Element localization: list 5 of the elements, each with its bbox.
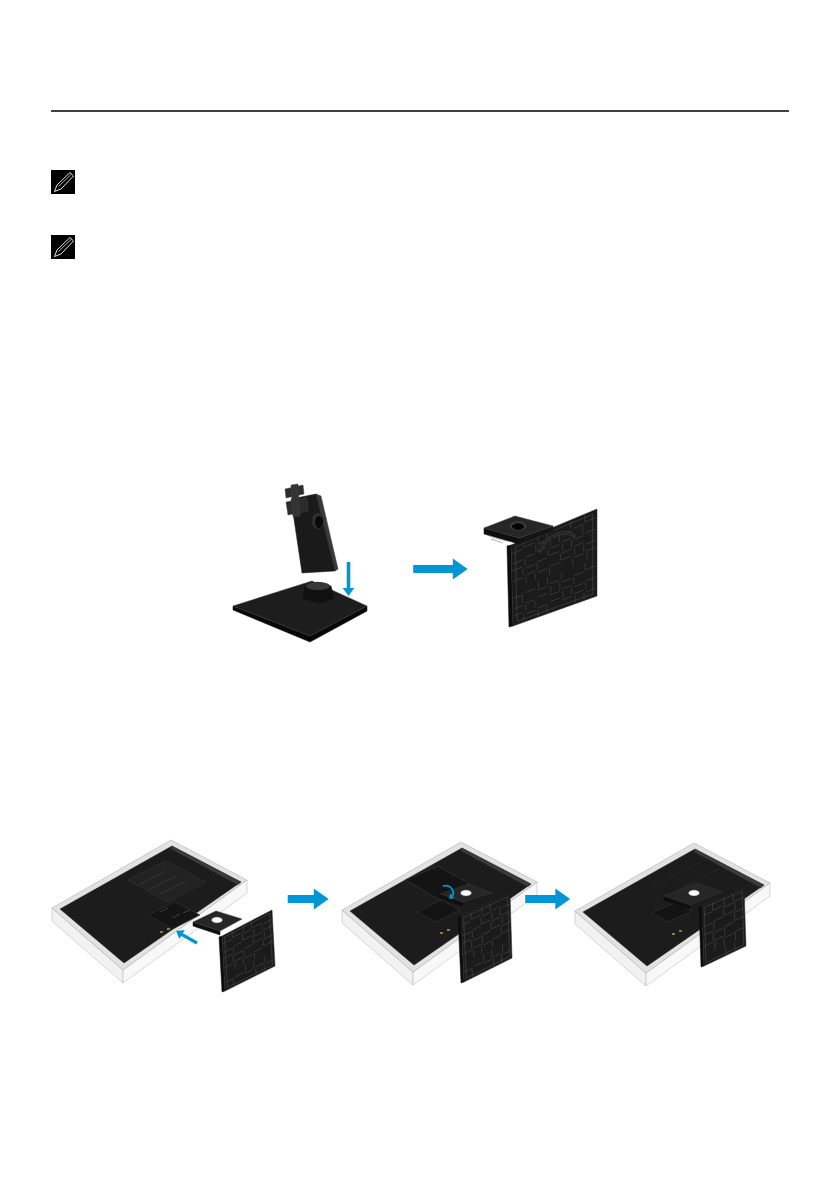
stand-illustration <box>232 483 368 643</box>
monitor-illustration <box>574 842 771 987</box>
monitor-illustration <box>341 841 538 986</box>
monitor-illustration <box>51 839 276 993</box>
stand-illustration <box>483 508 598 628</box>
